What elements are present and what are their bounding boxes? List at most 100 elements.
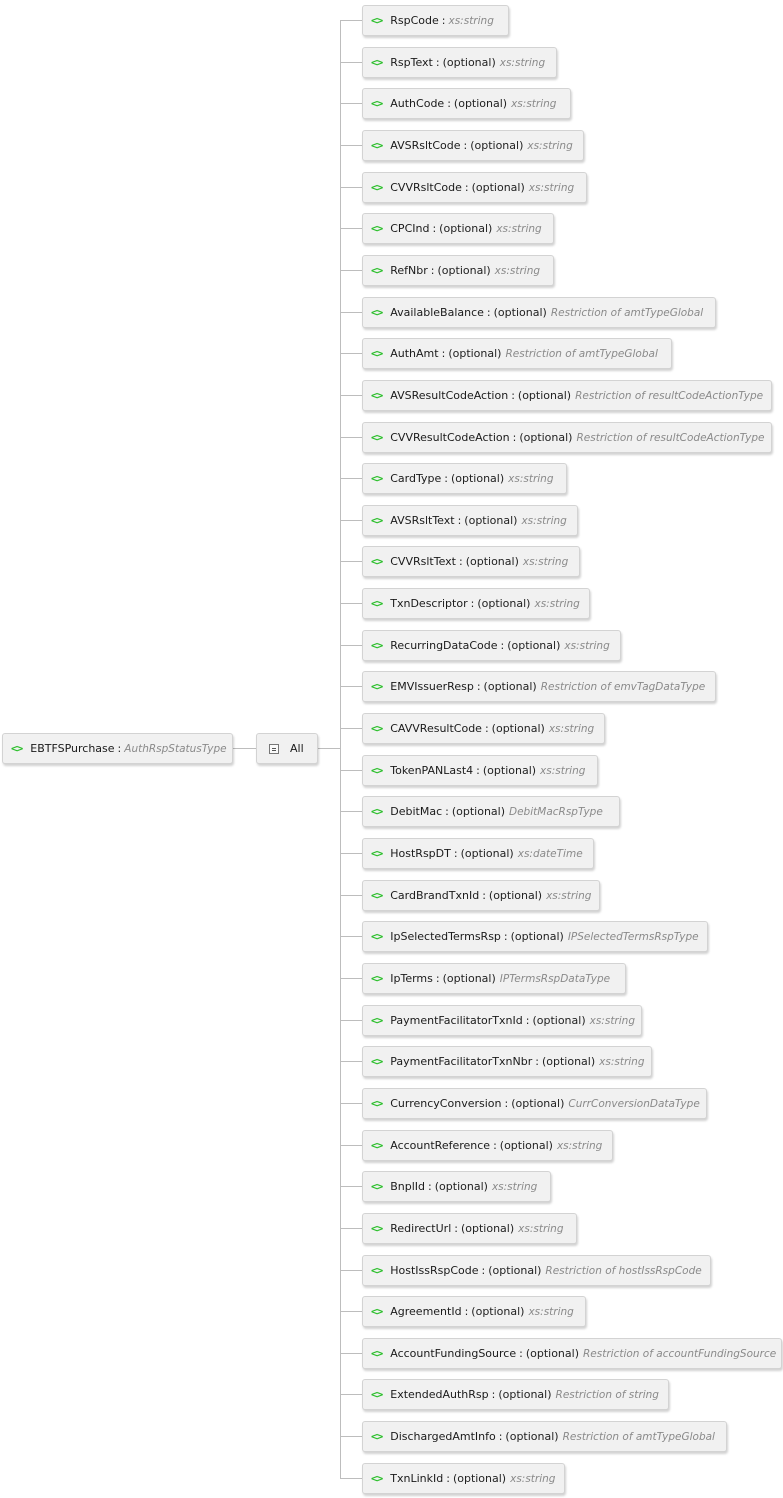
element-icon: <> bbox=[371, 805, 383, 818]
child-element-node[interactable]: <>AgreementId:(optional)xs:string bbox=[362, 1296, 586, 1327]
element-name: CurrencyConversion bbox=[390, 1097, 502, 1110]
child-element-node[interactable]: <>EMVIssuerResp:(optional)Restriction of… bbox=[362, 671, 716, 702]
branch-connector bbox=[340, 936, 362, 937]
branch-connector bbox=[340, 270, 362, 271]
element-name: AccountReference bbox=[390, 1139, 491, 1152]
child-element-node[interactable]: <>CVVResultCodeAction:(optional)Restrict… bbox=[362, 422, 772, 453]
root-element-node[interactable]: <> EBTFSPurchase : AuthRspStatusType bbox=[2, 733, 233, 764]
optional-label: (optional) bbox=[511, 1097, 565, 1110]
child-element-node[interactable]: <>CardType:(optional)xs:string bbox=[362, 463, 567, 494]
child-element-node[interactable]: <>IpTerms:(optional)IPTermsRspDataType bbox=[362, 963, 626, 994]
child-element-node[interactable]: <>RefNbr:(optional)xs:string bbox=[362, 255, 554, 286]
all-compositor-node[interactable]: All bbox=[256, 733, 318, 764]
child-element-node[interactable]: <>RspText:(optional)xs:string bbox=[362, 47, 557, 78]
separator: : bbox=[470, 597, 475, 610]
child-element-node[interactable]: <>AVSRsltCode:(optional)xs:string bbox=[362, 130, 584, 161]
separator: : bbox=[447, 97, 451, 110]
branch-connector bbox=[340, 770, 362, 771]
element-icon: <> bbox=[371, 1305, 383, 1318]
element-icon: <> bbox=[371, 389, 383, 402]
branch-connector bbox=[340, 1478, 362, 1479]
child-element-node[interactable]: <>IpSelectedTermsRsp:(optional)IPSelecte… bbox=[362, 921, 708, 952]
element-icon: <> bbox=[371, 1139, 383, 1152]
child-element-node[interactable]: <>CVVRsltText:(optional)xs:string bbox=[362, 546, 580, 577]
element-type: xs:string bbox=[496, 222, 542, 235]
element-type: Restriction of amtTypeGlobal bbox=[562, 1430, 715, 1443]
child-element-node[interactable]: <>RspCode:xs:string bbox=[362, 5, 509, 36]
separator: : bbox=[444, 472, 448, 485]
child-element-node[interactable]: <>TxnLinkId:(optional)xs:string bbox=[362, 1463, 565, 1494]
branch-connector bbox=[340, 312, 362, 313]
child-element-node[interactable]: <>AccountReference:(optional)xs:string bbox=[362, 1130, 613, 1161]
optional-label: (optional) bbox=[482, 764, 537, 777]
child-element-node[interactable]: <>HostRspDT:(optional)xs:dateTime bbox=[362, 838, 594, 869]
child-element-node[interactable]: <>CPCInd:(optional)xs:string bbox=[362, 213, 554, 244]
branch-connector bbox=[340, 603, 362, 604]
element-icon: <> bbox=[371, 1264, 383, 1277]
branch-connector bbox=[340, 1436, 362, 1437]
separator: : bbox=[482, 889, 486, 902]
child-element-node[interactable]: <>ExtendedAuthRsp:(optional)Restriction … bbox=[362, 1379, 669, 1410]
element-name: TxnDescriptor bbox=[390, 597, 468, 610]
branch-connector bbox=[340, 353, 362, 354]
child-element-node[interactable]: <>DebitMac:(optional)DebitMacRspType bbox=[362, 796, 620, 827]
child-element-node[interactable]: <>AuthCode:(optional)xs:string bbox=[362, 88, 571, 119]
child-element-node[interactable]: <>AvailableBalance:(optional)Restriction… bbox=[362, 297, 716, 328]
child-element-node[interactable]: <>PaymentFacilitatorTxnNbr:(optional)xs:… bbox=[362, 1046, 652, 1077]
child-element-node[interactable]: <>CVVRsltCode:(optional)xs:string bbox=[362, 172, 587, 203]
child-element-node[interactable]: <>HostIssRspCode:(optional)Restriction o… bbox=[362, 1255, 711, 1286]
element-name: ExtendedAuthRsp bbox=[390, 1388, 489, 1401]
child-element-node[interactable]: <>TxnDescriptor:(optional)xs:string bbox=[362, 588, 590, 619]
element-type: xs:string bbox=[510, 1472, 556, 1485]
child-element-node[interactable]: <>RecurringDataCode:(optional)xs:string bbox=[362, 630, 621, 661]
optional-label: (optional) bbox=[448, 347, 502, 360]
element-type: Restriction of resultCodeActionType bbox=[576, 431, 765, 444]
element-icon: <> bbox=[371, 930, 383, 943]
child-element-node[interactable]: <>RedirectUrl:(optional)xs:string bbox=[362, 1213, 577, 1244]
optional-label: (optional) bbox=[451, 805, 506, 818]
separator: : bbox=[463, 139, 468, 152]
element-type: Restriction of string bbox=[555, 1388, 659, 1401]
child-element-node[interactable]: <>AVSResultCodeAction:(optional)Restrict… bbox=[362, 380, 772, 411]
child-element-node[interactable]: <>TokenPANLast4:(optional)xs:string bbox=[362, 755, 598, 786]
element-type: IPTermsRspDataType bbox=[499, 972, 611, 985]
element-type: xs:string bbox=[448, 14, 494, 27]
root-element-name: EBTFSPurchase bbox=[30, 742, 115, 755]
vertical-bus-connector bbox=[340, 20, 341, 1479]
branch-connector bbox=[340, 187, 362, 188]
branch-connector bbox=[340, 1311, 362, 1312]
child-element-node[interactable]: <>CurrencyConversion:(optional)CurrConve… bbox=[362, 1088, 707, 1119]
optional-label: (optional) bbox=[452, 1472, 507, 1485]
optional-label: (optional) bbox=[465, 555, 519, 568]
separator: : bbox=[458, 555, 463, 568]
element-icon: <> bbox=[371, 847, 383, 860]
child-element-node[interactable]: <>DischargedAmtInfo:(optional)Restrictio… bbox=[362, 1421, 727, 1452]
child-element-node[interactable]: <>PaymentFacilitatorTxnId:(optional)xs:s… bbox=[362, 1005, 642, 1036]
element-name: CVVRsltCode bbox=[390, 181, 462, 194]
child-element-node[interactable]: <>CAVVResultCode:(optional)xs:string bbox=[362, 713, 605, 744]
optional-label: (optional) bbox=[442, 972, 496, 985]
separator: : bbox=[535, 1055, 539, 1068]
element-name: CVVRsltText bbox=[390, 555, 456, 568]
element-type: Restriction of emvTagDataType bbox=[540, 680, 706, 693]
optional-label: (optional) bbox=[519, 431, 573, 444]
element-icon: <> bbox=[371, 1347, 383, 1360]
child-element-node[interactable]: <>AuthAmt:(optional)Restriction of amtTy… bbox=[362, 338, 672, 369]
element-type: DebitMacRspType bbox=[509, 805, 603, 818]
child-element-node[interactable]: <>CardBrandTxnId:(optional)xs:string bbox=[362, 880, 600, 911]
branch-connector bbox=[340, 1228, 362, 1229]
element-name: TokenPANLast4 bbox=[390, 764, 474, 777]
child-element-node[interactable]: <>BnplId:(optional)xs:string bbox=[362, 1171, 551, 1202]
branch-connector bbox=[340, 1020, 362, 1021]
branch-connector bbox=[340, 437, 362, 438]
child-element-node[interactable]: <>AVSRsltText:(optional)xs:string bbox=[362, 505, 578, 536]
branch-connector bbox=[340, 20, 362, 21]
element-name: PaymentFacilitatorTxnNbr bbox=[390, 1055, 533, 1068]
element-type: xs:string bbox=[548, 722, 595, 735]
separator: : bbox=[464, 181, 469, 194]
child-element-node[interactable]: <>AccountFundingSource:(optional)Restric… bbox=[362, 1338, 782, 1369]
optional-label: (optional) bbox=[470, 139, 524, 152]
element-icon: <> bbox=[371, 306, 383, 319]
element-icon: <> bbox=[371, 181, 383, 194]
optional-label: (optional) bbox=[517, 389, 572, 402]
